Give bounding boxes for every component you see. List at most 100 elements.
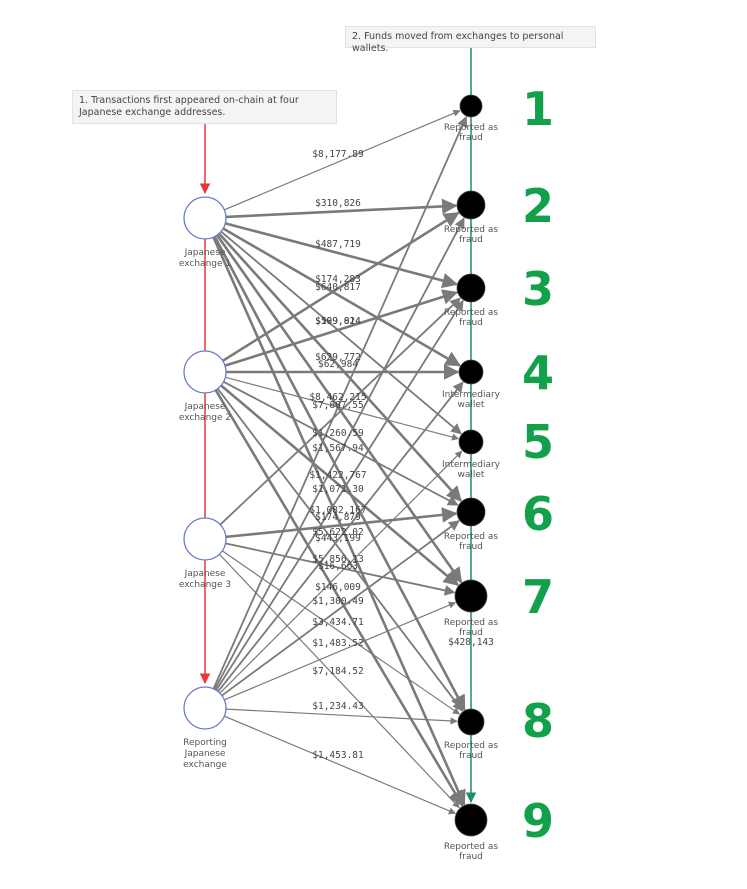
edge-s4-t2 bbox=[214, 217, 465, 690]
target-node-label: fraud bbox=[459, 235, 483, 245]
target-number-5: 5 bbox=[522, 415, 554, 469]
target-node-label: Reported as bbox=[444, 532, 498, 542]
target-number-3: 3 bbox=[522, 262, 554, 316]
source-node-label: Japanese bbox=[184, 402, 226, 412]
amount-label: $1,260.59 bbox=[312, 428, 364, 439]
target-node-label: wallet bbox=[458, 470, 485, 480]
amount-label: $5,856.13 bbox=[312, 554, 363, 565]
edge-s3-t6 bbox=[225, 507, 458, 539]
source-node-label: exchange bbox=[183, 760, 227, 770]
annotation-step-2: 2. Funds moved from exchanges to persona… bbox=[345, 26, 596, 54]
amount-label: $8,177.89 bbox=[312, 149, 364, 160]
amount-label: $629,772 bbox=[315, 352, 361, 363]
amount-label: $7,887,55 bbox=[312, 400, 363, 411]
edge-s1-t8 bbox=[213, 235, 466, 711]
edge-s2-t6 bbox=[223, 380, 459, 506]
target-node-8 bbox=[457, 708, 485, 736]
amount-label: $16,663 bbox=[318, 561, 358, 572]
amount-label: $174,283 bbox=[315, 274, 361, 285]
source-node-4 bbox=[183, 686, 227, 730]
edge-s4-t8 bbox=[225, 708, 458, 725]
target-node-label: Reported as bbox=[444, 618, 498, 628]
target-node-2 bbox=[456, 190, 486, 220]
edge-s1-t4 bbox=[222, 227, 462, 367]
target-node-label: fraud bbox=[459, 852, 483, 862]
amount-label: $174,879 bbox=[315, 512, 361, 523]
edge-s2-t5 bbox=[225, 376, 460, 441]
source-node-label: Reporting bbox=[183, 738, 227, 748]
amount-label: $3,434.71 bbox=[312, 617, 364, 628]
edge-s2-t8 bbox=[216, 388, 464, 712]
amount-label: $5,622.02 bbox=[312, 527, 363, 538]
amount-label: $443,199 bbox=[315, 533, 361, 544]
target-number-2: 2 bbox=[522, 179, 554, 233]
target-node-1 bbox=[459, 94, 483, 118]
target-node-label: Reported as bbox=[444, 308, 498, 318]
edge-s4-t9 bbox=[224, 715, 456, 815]
edge-s1-t5 bbox=[220, 230, 462, 435]
source-node-1 bbox=[183, 196, 227, 240]
target-node-9 bbox=[454, 803, 488, 837]
source-node-label: Japanese bbox=[184, 569, 226, 579]
source-node-2 bbox=[183, 350, 227, 394]
target-node-4 bbox=[458, 359, 484, 385]
amount-label: $62,984 bbox=[318, 359, 358, 370]
amount-label: $1,483.52 bbox=[312, 638, 363, 649]
edge-s3-t9 bbox=[219, 553, 460, 809]
target-node-7 bbox=[454, 579, 488, 613]
target-node-label: Reported as bbox=[444, 225, 498, 235]
source-node-label: exchange 1 bbox=[179, 259, 231, 269]
target-node-5 bbox=[458, 429, 484, 455]
target-node-label: Intermediary bbox=[442, 390, 501, 400]
edge-s3-t7 bbox=[225, 542, 456, 596]
edge-s2-t2 bbox=[222, 211, 460, 362]
edge-s4-t7 bbox=[224, 601, 456, 701]
target-number-7: 7 bbox=[522, 570, 554, 624]
target-node-label: Reported as bbox=[444, 842, 498, 852]
amount-label: $146,009 bbox=[315, 582, 361, 593]
amount-label: $310,826 bbox=[315, 198, 361, 209]
edge-s4-t1 bbox=[212, 115, 468, 690]
target-node-label: Intermediary bbox=[442, 460, 501, 470]
target-amount-label: $428,143 bbox=[448, 637, 494, 648]
amount-label: $1,071.30 bbox=[312, 484, 364, 495]
edge-s2-t9 bbox=[214, 389, 464, 807]
amount-label: $1,422,767 bbox=[309, 470, 366, 481]
source-node-label: Japanese bbox=[184, 749, 226, 759]
target-node-label: fraud bbox=[459, 628, 483, 638]
target-number-1: 1 bbox=[522, 82, 554, 136]
edge-s1-t9 bbox=[212, 236, 466, 806]
source-node-3 bbox=[183, 517, 227, 561]
amount-label: $640,817 bbox=[315, 282, 361, 293]
target-number-6: 6 bbox=[522, 487, 554, 541]
edge-s1-t2 bbox=[225, 198, 458, 219]
amount-label: $1,300.49 bbox=[312, 596, 364, 607]
source-node-label: exchange 2 bbox=[179, 413, 231, 423]
amount-label: $1,234.43 bbox=[312, 701, 363, 712]
target-node-label: wallet bbox=[458, 400, 485, 410]
target-node-label: fraud bbox=[459, 133, 483, 143]
amount-label: $1,453.81 bbox=[312, 750, 364, 761]
edge-s4-t3 bbox=[215, 299, 464, 691]
target-number-4: 4 bbox=[522, 346, 554, 400]
edge-s1-t3 bbox=[224, 222, 459, 289]
target-node-label: fraud bbox=[459, 751, 483, 761]
amount-label: $487,719 bbox=[315, 239, 361, 250]
edge-s1-t7 bbox=[216, 234, 463, 584]
edge-s4-t5 bbox=[219, 450, 463, 694]
amount-label: $7,184.52 bbox=[312, 666, 363, 677]
amount-label: $599,814 bbox=[315, 316, 361, 327]
edge-s4-t4 bbox=[217, 381, 464, 693]
amount-label: $1,567.94 bbox=[312, 443, 364, 454]
edge-s4-t6 bbox=[221, 520, 460, 697]
edge-s3-t3 bbox=[219, 297, 461, 526]
amount-label: $1,082,167 bbox=[309, 505, 366, 516]
source-node-label: exchange 3 bbox=[179, 580, 231, 590]
target-node-label: fraud bbox=[459, 318, 483, 328]
target-node-label: Reported as bbox=[444, 123, 498, 133]
amount-label: $8,462,215 bbox=[309, 392, 366, 403]
target-node-3 bbox=[456, 273, 486, 303]
edge-s1-t6 bbox=[218, 232, 462, 503]
source-node-label: Japanese bbox=[184, 248, 226, 258]
